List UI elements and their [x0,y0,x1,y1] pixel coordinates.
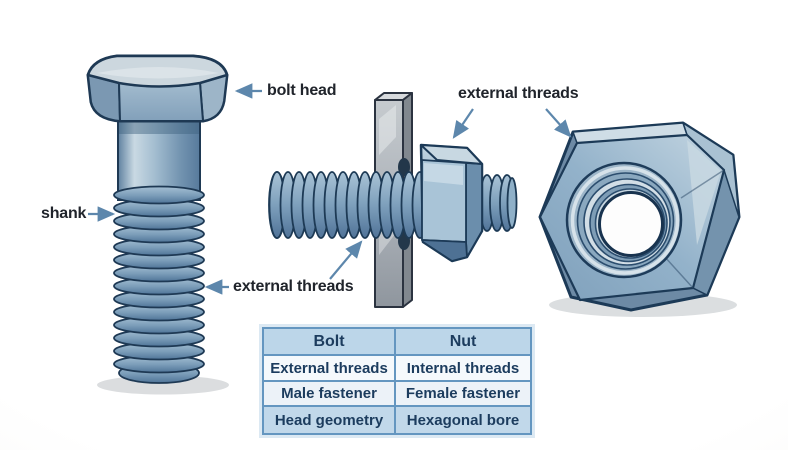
bolt-threads [113,185,205,384]
hex-nut-illustration [538,121,741,317]
rod-stub [479,174,518,232]
threaded-rod [268,171,440,239]
table-cell-bolt-gender: Male fastener [264,382,395,405]
table-cell-bolt-threads: External threads [264,356,395,380]
label-bolt-head: bolt head [267,82,337,99]
nut-bore-internal-threads [565,161,683,279]
table-cell-nut-geometry: Hexagonal bore [396,407,530,433]
table-header-bolt: Bolt [264,329,395,354]
bolt-assembly-illustration [268,92,518,308]
bolt-illustration [86,54,229,395]
table-cell-nut-threads: Internal threads [396,356,530,380]
table-cell-nut-gender: Female fastener [396,382,530,405]
bolt-hex-head [86,54,229,123]
comparison-table: Bolt Nut External threads Internal threa… [262,327,532,435]
label-external-threads-bolt: external threads [233,278,354,295]
label-external-threads-pair: external threads [458,85,579,102]
label-shank: shank [41,205,87,222]
table-header-nut: Nut [396,329,530,354]
table-cell-bolt-geometry: Head geometry [264,407,395,433]
nut-on-rod [419,143,484,263]
